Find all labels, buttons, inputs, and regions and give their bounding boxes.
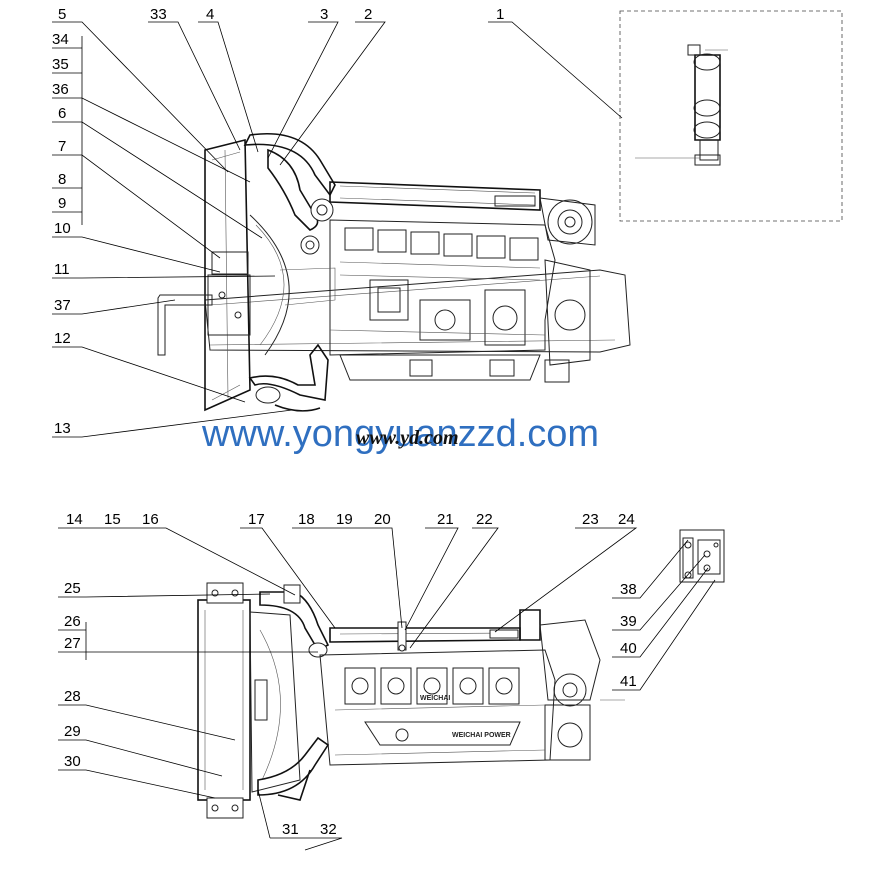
callout-6: 6 bbox=[58, 105, 66, 122]
callout-36: 36 bbox=[52, 81, 69, 98]
callout-22: 22 bbox=[476, 511, 493, 528]
callout-17: 17 bbox=[248, 511, 265, 528]
callout-labels: 5 33 4 3 2 1 34 35 36 6 7 8 9 10 11 37 1… bbox=[52, 6, 637, 838]
callout-7: 7 bbox=[58, 138, 66, 155]
callout-35: 35 bbox=[52, 56, 69, 73]
callout-32: 32 bbox=[320, 821, 337, 838]
callout-1: 1 bbox=[496, 6, 504, 23]
callout-31: 31 bbox=[282, 821, 299, 838]
callout-10: 10 bbox=[54, 220, 71, 237]
callout-8: 8 bbox=[58, 171, 66, 188]
radiator-front bbox=[197, 599, 251, 801]
callout-24: 24 bbox=[618, 511, 635, 528]
callout-33: 33 bbox=[150, 6, 167, 23]
callout-18: 18 bbox=[298, 511, 315, 528]
callout-25: 25 bbox=[64, 580, 81, 597]
callout-26: 26 bbox=[64, 613, 81, 630]
callout-37: 37 bbox=[54, 297, 71, 314]
brand-label-small: WEICHAI bbox=[420, 695, 450, 702]
watermark-main: www.yongyuanzzd.com bbox=[201, 413, 599, 455]
callout-23: 23 bbox=[582, 511, 599, 528]
callout-19: 19 bbox=[336, 511, 353, 528]
callout-9: 9 bbox=[58, 195, 66, 212]
callout-21: 21 bbox=[437, 511, 454, 528]
callout-28: 28 bbox=[64, 688, 81, 705]
callout-13: 13 bbox=[54, 420, 71, 437]
callout-11: 11 bbox=[54, 261, 70, 278]
callout-16: 16 bbox=[142, 511, 159, 528]
callout-40: 40 bbox=[620, 640, 637, 657]
callout-39: 39 bbox=[620, 613, 637, 630]
cylinder-heads-top bbox=[344, 227, 539, 261]
callout-34: 34 bbox=[52, 31, 69, 48]
radiator-core bbox=[204, 138, 251, 412]
callout-3: 3 bbox=[320, 6, 328, 23]
callout-4: 4 bbox=[206, 6, 214, 23]
watermark-overlay: www.yd.com bbox=[356, 427, 459, 449]
callout-38: 38 bbox=[620, 581, 637, 598]
callout-29: 29 bbox=[64, 723, 81, 740]
callout-20: 20 bbox=[374, 511, 391, 528]
callout-12: 12 bbox=[54, 330, 71, 347]
callout-14: 14 bbox=[66, 511, 83, 528]
top-engine-view bbox=[157, 132, 631, 412]
callout-2: 2 bbox=[364, 6, 372, 23]
callout-5: 5 bbox=[58, 6, 66, 23]
callout-27: 27 bbox=[64, 635, 81, 652]
brand-label-main: WEICHAI POWER bbox=[452, 732, 511, 739]
leader-lines bbox=[52, 21, 716, 851]
cylinder-covers-bottom bbox=[344, 667, 520, 705]
bracket-inset bbox=[679, 529, 725, 583]
callout-30: 30 bbox=[64, 753, 81, 770]
detail-box-air-filter bbox=[619, 10, 843, 222]
callout-15: 15 bbox=[104, 511, 121, 528]
bottom-engine-view: WEICHAI POWER WEICHAI bbox=[197, 582, 625, 819]
callout-41: 41 bbox=[620, 673, 637, 690]
